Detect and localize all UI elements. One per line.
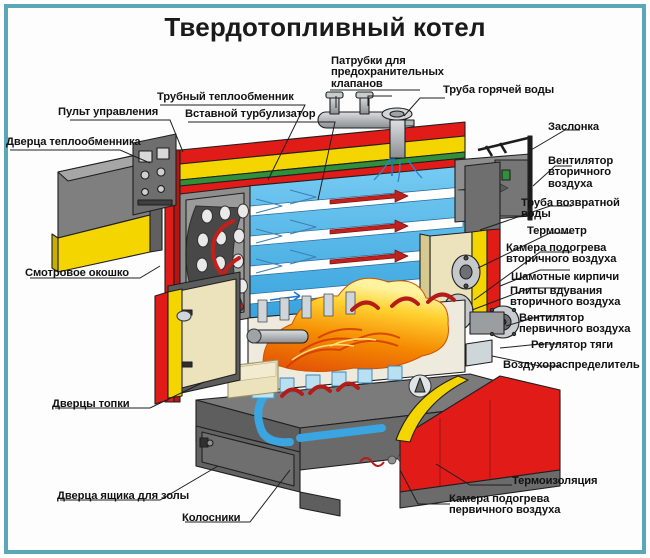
grates-art [279, 365, 403, 393]
label-secondary-air-fan: Вентилятор вторичного воздуха [548, 155, 614, 190]
label-safety-valve-nozzles: Патрубки для предохранительных клапанов [331, 55, 444, 90]
primary-air-duct-art [254, 388, 386, 447]
viewing-window-art [176, 310, 192, 322]
label-insert-turbulator: Вставной турбулизатор [185, 108, 316, 120]
label-hot-water-pipe: Труба горячей воды [443, 84, 555, 96]
label-grates: Колосники [182, 512, 241, 524]
label-secondary-air-blow-plates: Плиты вдувания вторичного воздуха [510, 285, 621, 309]
label-return-water-pipe: Труба возвратной воды [521, 197, 620, 221]
label-damper: Заслонка [548, 121, 600, 133]
label-ash-box-door: Дверца ящика для золы [57, 490, 190, 502]
label-control-panel: Пульт управления [58, 106, 159, 118]
label-fireclay-bricks: Шамотные кирпичи [511, 271, 619, 283]
secondary-air-blow-plates-art [257, 291, 356, 323]
pedestal-art [299, 491, 341, 517]
label-secondary-air-heating-chamber: Камера подогрева вторичного воздуха [506, 242, 617, 266]
label-air-distributor: Воздухораспределитель [503, 359, 640, 371]
return-water-pipe-art [451, 254, 481, 290]
label-primary-air-fan: Вентилятор первичного воздуха [519, 312, 631, 336]
cleanout-cylinder-art [246, 328, 309, 344]
label-tube-heat-exchanger: Трубный теплообменник [157, 91, 294, 103]
draft-regulator-art [408, 374, 432, 398]
label-draft-regulator: Регулятор тяги [531, 339, 614, 351]
label-thermometer: Термометр [527, 225, 587, 237]
label-heat-exchanger-door: Дверца теплообменника [6, 136, 141, 148]
label-primary-air-heating-chamber: Камера подогрева первичного воздуха [449, 493, 561, 517]
label-firebox-doors: Дверцы топки [52, 398, 130, 410]
combustion-chamber-art [247, 277, 466, 393]
air-distributor-art [465, 339, 493, 367]
label-thermal-insulation: Термоизоляция [512, 475, 598, 487]
label-viewing-window: Смотровое окошко [25, 267, 129, 279]
firebox-doors-art [154, 271, 241, 405]
page-title: Твердотопливный котел [164, 12, 486, 42]
